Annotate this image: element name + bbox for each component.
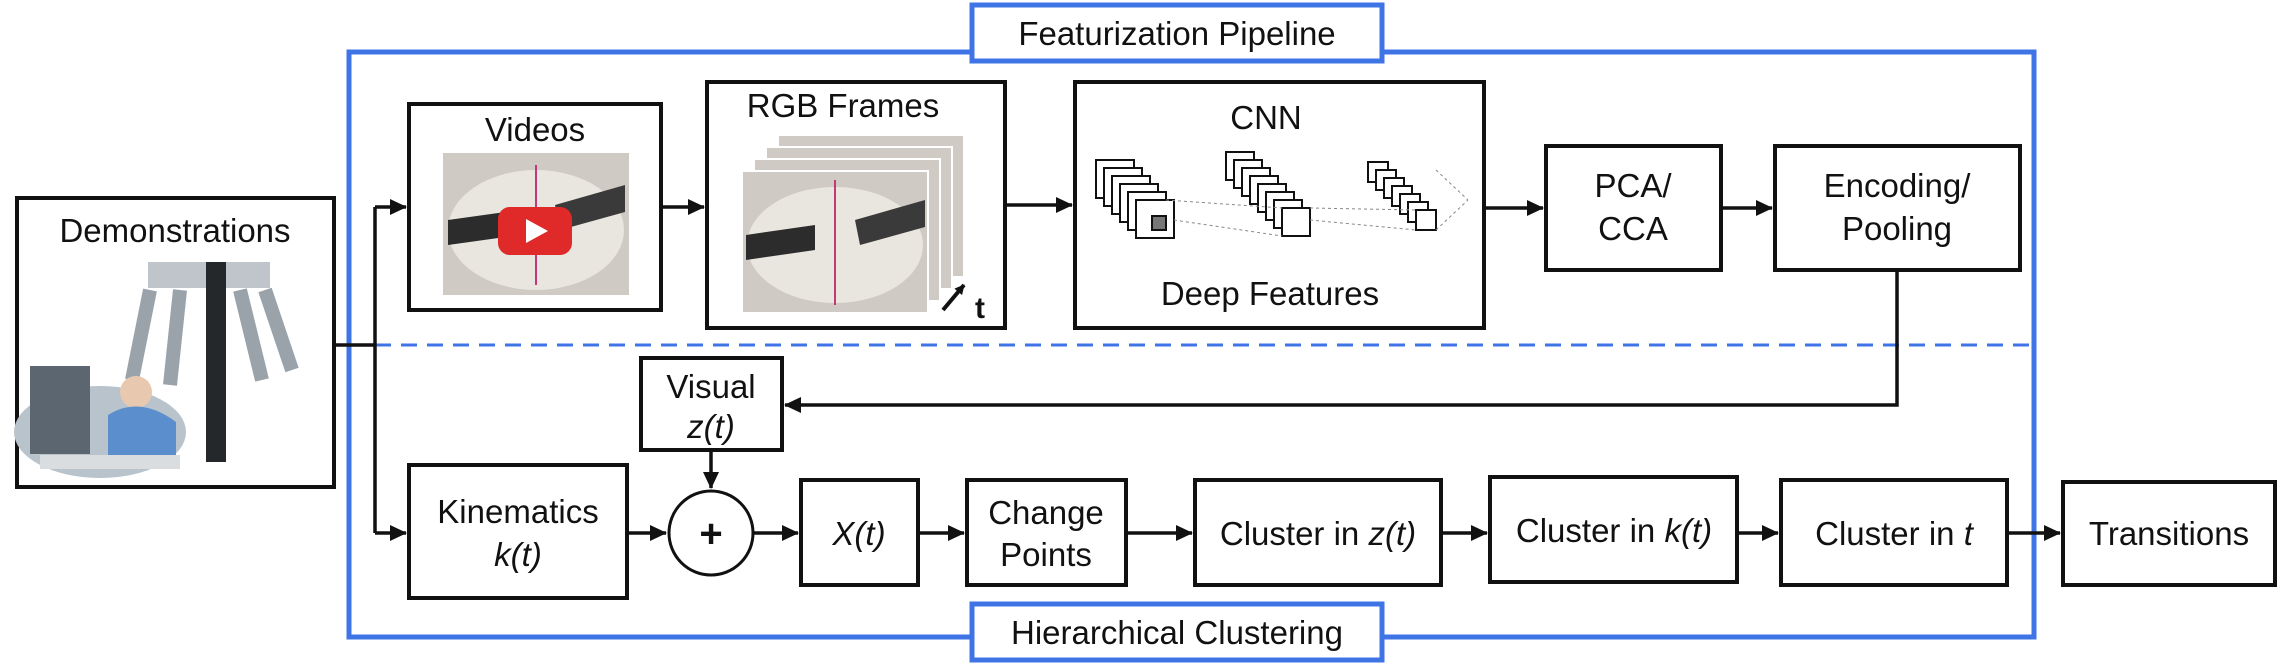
connectors: [334, 197, 2061, 541]
cnn-connections: [1165, 169, 1469, 237]
encoding-label-line2: Pooling: [1842, 210, 1952, 247]
kinematics-box: Kinematics k(t): [407, 463, 629, 600]
pca-label-line1: PCA/: [1594, 167, 1672, 204]
time-arrow-icon: t: [941, 283, 985, 325]
encoding-label-line1: Encoding/: [1824, 167, 1972, 204]
cnn-label: CNN: [1230, 99, 1302, 136]
cnn-box: CNN Deep Features: [1073, 80, 1486, 330]
transitions-box: Transitions: [2061, 480, 2277, 587]
rgb-frames-label: RGB Frames: [747, 87, 940, 124]
rgb-frames-box: RGB Frames t: [705, 80, 1007, 330]
videos-box: Videos: [407, 102, 663, 312]
pca-cca-box: PCA/ CCA: [1544, 144, 1723, 272]
change-points-line1: Change: [988, 494, 1104, 531]
featurization-label-box: Featurization Pipeline: [969, 2, 1385, 64]
cluster-k-box: Cluster in k(t): [1488, 475, 1739, 584]
xt-label: X(t): [831, 515, 885, 552]
cluster-t-box: Cluster in t: [1779, 478, 2009, 587]
sum-node: +: [667, 489, 755, 577]
xt-box: X(t): [799, 478, 920, 587]
visual-label-line1: Visual: [666, 368, 755, 405]
demonstrations-label: Demonstrations: [59, 212, 290, 249]
cluster-k-label: Cluster in k(t): [1516, 512, 1712, 549]
time-arrow-label: t: [975, 292, 985, 325]
change-points-line2: Points: [1000, 536, 1092, 573]
videos-label: Videos: [485, 111, 585, 148]
kinematics-label-line1: Kinematics: [437, 493, 598, 530]
clustering-label: Hierarchical Clustering: [1011, 614, 1343, 651]
cluster-t-label: Cluster in t: [1815, 515, 1975, 552]
encoding-pooling-box: Encoding/ Pooling: [1773, 144, 2022, 272]
cnn-layers-icon: [1095, 151, 1437, 239]
cluster-z-box: Cluster in z(t): [1193, 478, 1443, 587]
plus-sign: +: [699, 512, 722, 556]
frame-stack: [741, 134, 965, 314]
kinematics-label-line2: k(t): [494, 536, 542, 573]
clustering-label-box: Hierarchical Clustering: [969, 601, 1385, 663]
robot-surgeon-image: [14, 262, 299, 478]
cluster-z-label: Cluster in z(t): [1220, 515, 1416, 552]
visual-box: Visual z(t): [639, 356, 784, 452]
arrow-encoding-visual: [784, 270, 1899, 413]
youtube-play-icon: [498, 207, 572, 255]
deep-features-label: Deep Features: [1161, 275, 1379, 312]
demonstrations-box: Demonstrations: [14, 196, 336, 489]
visual-label-line2: z(t): [686, 408, 735, 445]
change-points-box: Change Points: [965, 478, 1128, 587]
featurization-label: Featurization Pipeline: [1018, 15, 1335, 52]
pca-label-line2: CCA: [1598, 210, 1668, 247]
transitions-label: Transitions: [2089, 515, 2249, 552]
